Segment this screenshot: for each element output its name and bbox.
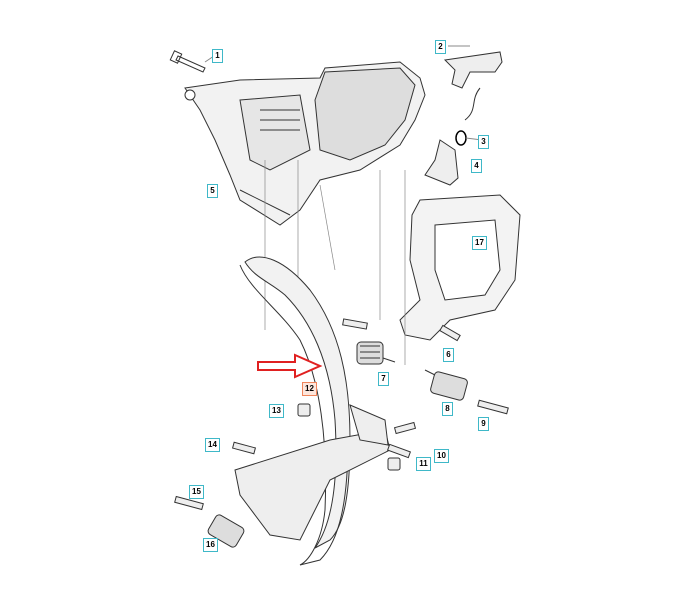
assembly-lines	[264, 160, 406, 365]
part-3-spring	[455, 87, 483, 146]
bracket	[234, 404, 391, 541]
callout-16[interactable]: 16	[203, 538, 218, 552]
callout-17[interactable]: 17	[472, 236, 487, 250]
part-1-screw	[169, 50, 215, 73]
screws	[174, 318, 509, 511]
callout-4[interactable]: 4	[471, 159, 482, 173]
callout-11[interactable]: 11	[416, 457, 431, 471]
callout-13[interactable]: 13	[269, 404, 284, 418]
part-5-housing	[184, 61, 426, 226]
callout-3[interactable]: 3	[478, 135, 489, 149]
callout-8[interactable]: 8	[442, 402, 453, 416]
callout-1[interactable]: 1	[212, 49, 223, 63]
part-4-lever	[424, 139, 459, 186]
callout-6[interactable]: 6	[443, 348, 454, 362]
part-2-trigger	[443, 45, 503, 89]
highlight-arrow	[257, 353, 323, 379]
callout-14[interactable]: 14	[205, 438, 220, 452]
part-12-front-handle	[239, 256, 351, 566]
part-16-buffer	[207, 514, 245, 548]
callout-10[interactable]: 10	[434, 449, 449, 463]
callout-12[interactable]: 12	[302, 382, 317, 396]
callout-5[interactable]: 5	[207, 184, 218, 198]
part-8-buffer	[424, 369, 468, 401]
part-17-rear-handle	[399, 194, 521, 341]
callout-9[interactable]: 9	[478, 417, 489, 431]
part-7-buffer	[356, 341, 396, 365]
callout-2[interactable]: 2	[435, 40, 446, 54]
callout-15[interactable]: 15	[189, 485, 204, 499]
callout-7[interactable]: 7	[378, 372, 389, 386]
